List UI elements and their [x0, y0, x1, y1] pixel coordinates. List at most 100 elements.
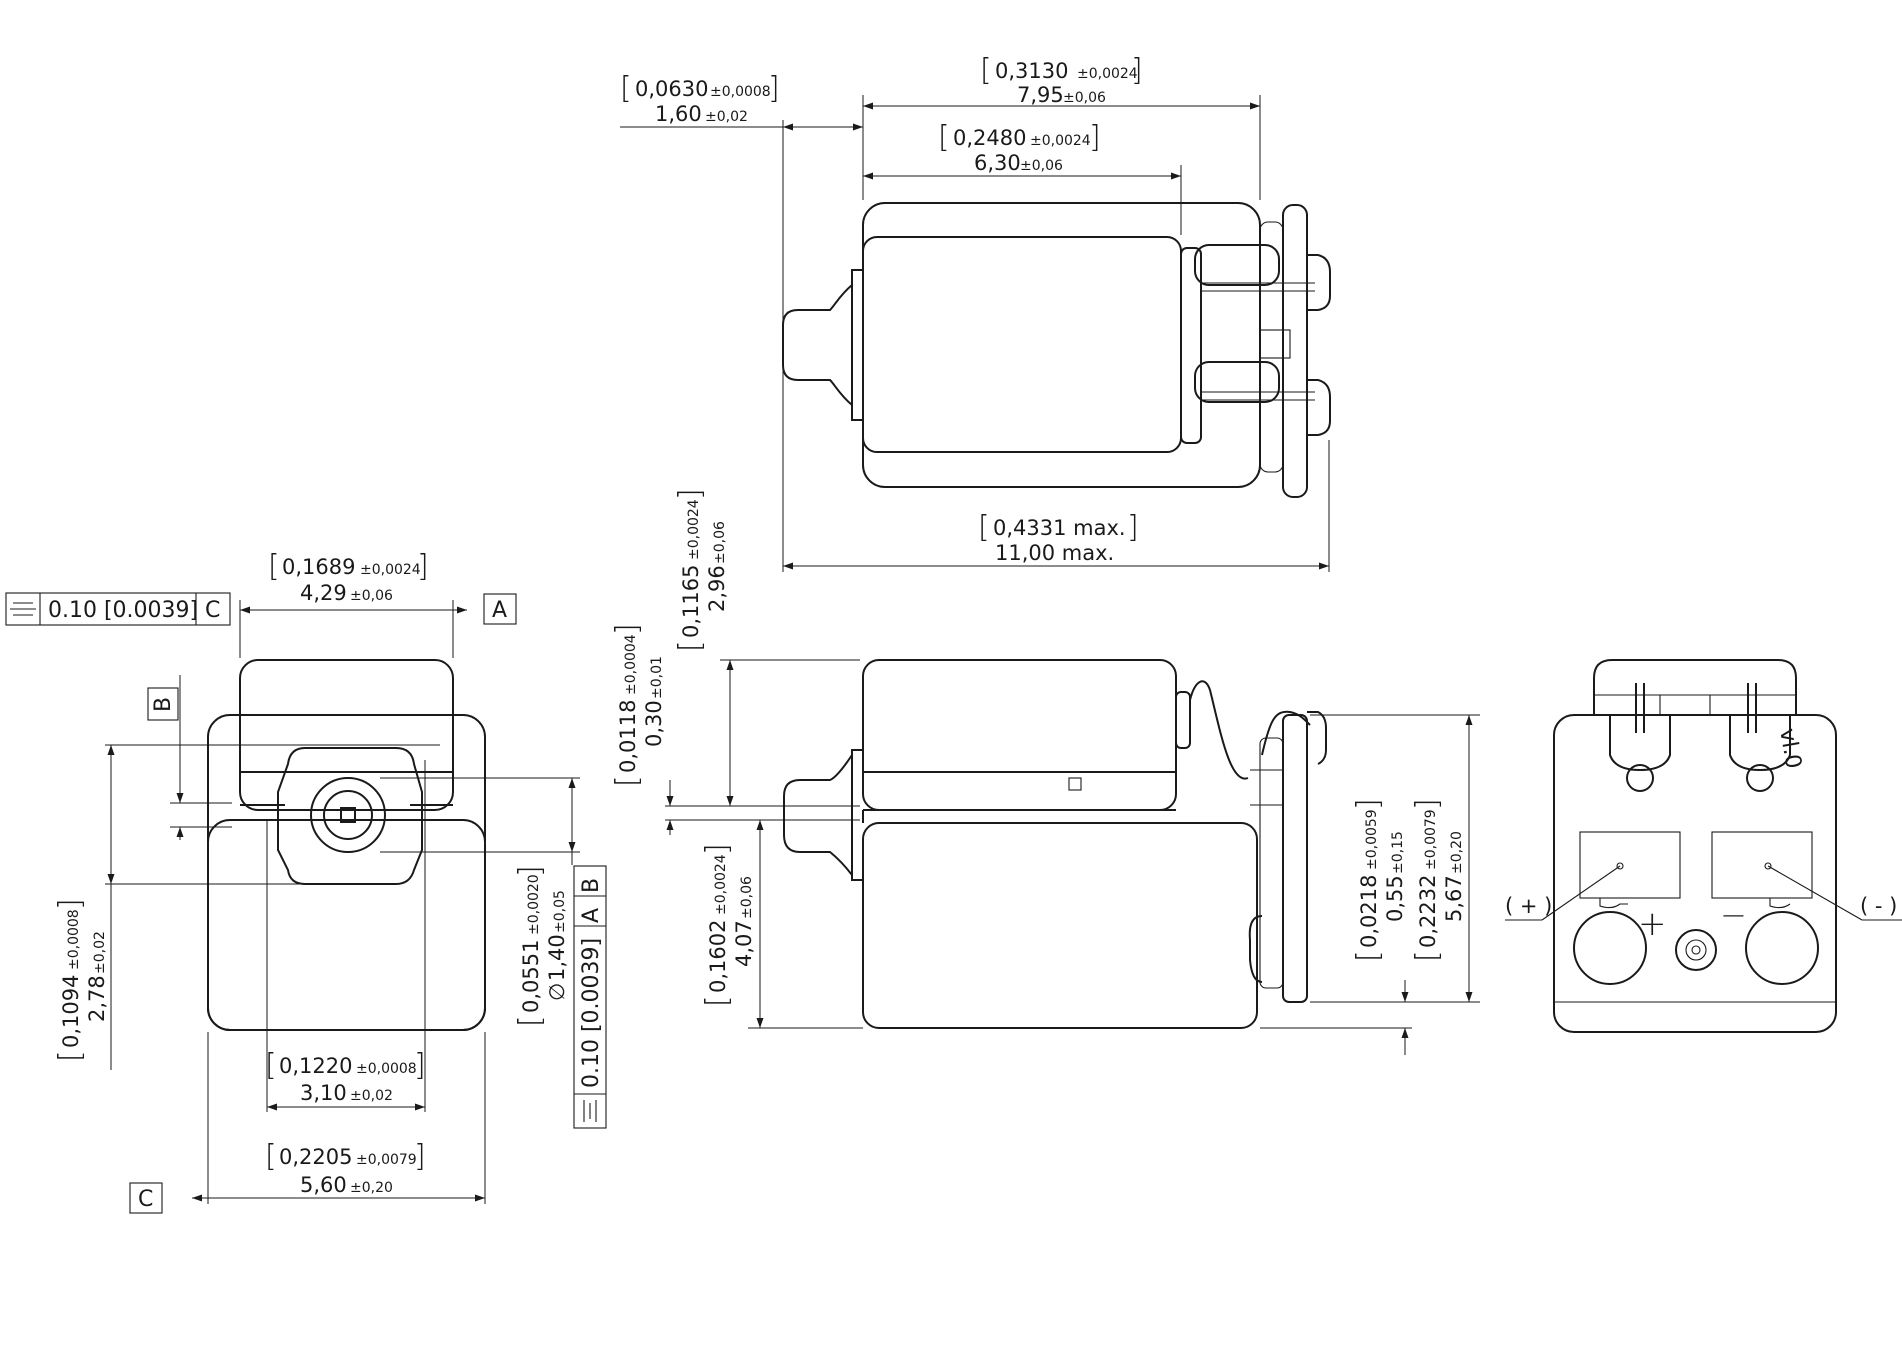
svg-text:vl.0: vl.0 — [1774, 727, 1806, 771]
back-view-body — [1553, 714, 1837, 1033]
svg-text:]: ] — [1131, 53, 1143, 88]
top-view-dimensions — [620, 95, 1330, 572]
svg-text:±0,0008: ±0,0008 — [66, 909, 82, 970]
svg-text:±0,01: ±0,01 — [649, 656, 665, 699]
svg-text:±0,0020: ±0,0020 — [526, 874, 542, 935]
svg-text:[: [ — [938, 120, 950, 155]
svg-text:[: [ — [1351, 950, 1386, 962]
svg-text:0,1602: 0,1602 — [706, 920, 730, 993]
svg-text:3,10: 3,10 — [300, 1081, 347, 1105]
side-view-contact-top — [1307, 711, 1327, 765]
side-view-square-mark — [1068, 777, 1082, 791]
svg-text:±0,0024: ±0,0024 — [1030, 133, 1091, 149]
svg-text:C: C — [138, 1187, 153, 1212]
svg-text:0,1094: 0,1094 — [59, 975, 83, 1048]
svg-text:±0,0024: ±0,0024 — [360, 562, 421, 578]
svg-text:0,0630: 0,0630 — [635, 77, 708, 101]
svg-text:±0,06: ±0,06 — [1020, 158, 1063, 174]
side-view — [783, 659, 1327, 1029]
top-view-contact-top — [1307, 254, 1331, 311]
top-view-shaft-collar — [782, 284, 853, 406]
back-view-pad-plus — [1579, 831, 1681, 899]
svg-text:[: [ — [980, 53, 992, 88]
svg-text:[: [ — [700, 995, 735, 1007]
svg-text:±0,15: ±0,15 — [1390, 831, 1406, 874]
svg-text:∅: ∅ — [545, 983, 569, 1001]
svg-text:0,1220: 0,1220 — [279, 1054, 352, 1078]
svg-text:6,30: 6,30 — [974, 151, 1021, 175]
svg-text:B: B — [151, 697, 176, 712]
fcf-vertical: B A 0.10 [0.0039] — [573, 865, 607, 1129]
dim-2-78-label: [ 0,1094 ±0,0008 ] 2,78 ±0,02 — [53, 898, 109, 1062]
svg-text:4,29: 4,29 — [300, 581, 347, 605]
svg-text:±0,02: ±0,02 — [705, 109, 748, 125]
side-view-shaft-collar — [783, 754, 853, 876]
svg-text:±0,02: ±0,02 — [350, 1088, 393, 1104]
svg-text:±0,02: ±0,02 — [92, 931, 108, 974]
top-view-shaft-step — [851, 269, 863, 421]
side-view-shaft — [851, 749, 863, 881]
front-view-shaft-inner — [323, 790, 373, 840]
svg-text:]: ] — [414, 1139, 426, 1174]
svg-text:1,40: 1,40 — [545, 934, 569, 981]
terminal-leaders: ( + ) ( - ) — [1505, 865, 1902, 921]
svg-text:]: ] — [1410, 798, 1445, 810]
front-view-shaft-outer — [310, 777, 386, 853]
svg-text:−: − — [1720, 896, 1747, 934]
back-view-top-housing — [1593, 659, 1797, 715]
front-view-shaft-housing — [277, 747, 423, 885]
side-view-end-cap — [1175, 691, 1191, 749]
datum-a: A — [483, 593, 517, 625]
svg-text:11,00 max.: 11,00 max. — [995, 541, 1114, 565]
svg-text:0,30: 0,30 — [642, 700, 666, 747]
svg-text:1,60: 1,60 — [655, 102, 702, 126]
front-view-dimensions — [105, 600, 580, 1204]
svg-text:±0,0079: ±0,0079 — [1423, 809, 1439, 870]
svg-text:±0,0059: ±0,0059 — [1364, 809, 1380, 870]
svg-text:A: A — [579, 908, 604, 923]
svg-text:]: ] — [1127, 510, 1139, 545]
dim-5-60-label: [ 0,2205 ±0,0079 ] 5,60 ±0,20 — [265, 1139, 426, 1197]
svg-text:±0,0024: ±0,0024 — [1077, 66, 1138, 82]
svg-text:[: [ — [265, 1139, 277, 1174]
fcf-top: 0.10 [0.0039] C — [5, 592, 231, 626]
svg-text:±0,0008: ±0,0008 — [356, 1061, 417, 1077]
dim-1-60-label: [ 0,0630 ±0,0008 ] 1,60 ±0,02 — [620, 71, 780, 126]
svg-text:]: ] — [1089, 120, 1101, 155]
svg-text:±0,06: ±0,06 — [712, 521, 728, 564]
side-view-contact-bottom — [1248, 915, 1263, 983]
dim-1-40-label: [ 0,0551 ±0,0020 ] ∅ 1,40 ±0,05 — [513, 865, 569, 1027]
svg-text:0,3130: 0,3130 — [995, 59, 1068, 83]
svg-text:0,2480: 0,2480 — [953, 126, 1026, 150]
datum-c: C — [129, 1182, 163, 1214]
back-view: + − vl.0 — [1553, 659, 1837, 1033]
dim-7-95-label: [ 0,3130 ±0,0024 ] 7,95 ±0,06 — [980, 53, 1143, 107]
svg-text:±0,20: ±0,20 — [350, 1180, 393, 1196]
side-view-lower-body — [862, 822, 1258, 1029]
side-view-rear-plate — [1282, 714, 1308, 1003]
svg-text:0,0118: 0,0118 — [616, 700, 640, 773]
top-view-inner-body — [862, 236, 1182, 453]
svg-text:( + ): ( + ) — [1505, 894, 1552, 918]
top-view-end-cap — [1180, 247, 1202, 444]
svg-text:A: A — [492, 598, 507, 623]
back-view-terminal-left — [1609, 715, 1671, 772]
back-view-contact-plus — [1573, 911, 1647, 985]
dim-2-96-label: [ 0,1165 ±0,0024 ] 2,96 ±0,06 — [673, 488, 729, 652]
dim-0-30-label: [ 0,0118 ±0,0004 ] 0,30 ±0,01 — [610, 623, 666, 787]
svg-text:]: ] — [417, 549, 429, 584]
svg-text:C: C — [205, 598, 220, 623]
svg-text:2,78: 2,78 — [85, 975, 109, 1022]
svg-text:±0,20: ±0,20 — [1449, 831, 1465, 874]
svg-text:±0,05: ±0,05 — [552, 890, 568, 933]
svg-text:0.10 [0.0039]: 0.10 [0.0039] — [48, 598, 198, 623]
side-view-upper-body — [862, 659, 1177, 811]
top-view-contact-bottom — [1307, 379, 1331, 436]
dim-5-67-label: [ 0,2232 ±0,0079 ] 5,67 ±0,20 — [1410, 798, 1466, 962]
svg-text:]: ] — [1351, 798, 1386, 810]
svg-text:]: ] — [513, 865, 548, 877]
svg-text:±0,0024: ±0,0024 — [686, 499, 702, 560]
svg-text:+: + — [1638, 904, 1667, 944]
svg-text:0,55: 0,55 — [1383, 875, 1407, 922]
top-view-rear-plate — [1282, 204, 1308, 498]
